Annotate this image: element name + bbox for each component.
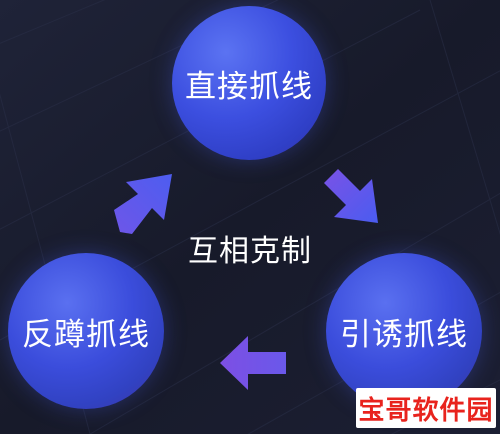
center-label: 互相克制 [188, 234, 312, 269]
arrow-left-icon [220, 336, 286, 390]
node-direct-line-grab: 直接抓线 [172, 6, 326, 160]
node-lure-line-grab-label: 引诱抓线 [340, 316, 468, 353]
node-counter-crouch-line-grab: 反蹲抓线 [8, 253, 164, 409]
watermark-logo: 宝哥软件园 [356, 388, 496, 428]
node-lure-line-grab: 引诱抓线 [326, 253, 482, 409]
arrow-up-right-icon [114, 174, 172, 234]
arrow-down-right-icon [324, 169, 378, 223]
node-counter-crouch-line-grab-label: 反蹲抓线 [22, 316, 150, 353]
watermark-text: 宝哥软件园 [358, 395, 494, 426]
node-direct-line-grab-label: 直接抓线 [185, 68, 313, 105]
